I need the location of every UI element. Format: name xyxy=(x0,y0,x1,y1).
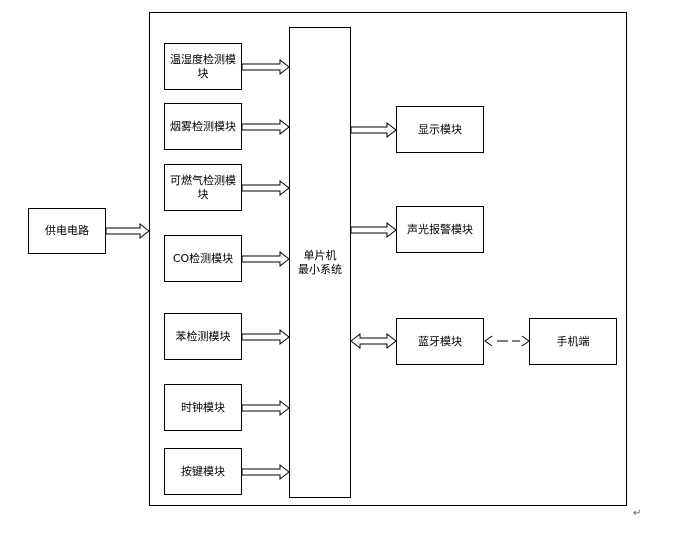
arrow-co-to-mcu xyxy=(241,250,290,268)
arrow-mcu-to-display xyxy=(350,121,397,139)
sensor-combustible-gas-label: 可燃气检测模块 xyxy=(170,173,236,201)
arrow-power-to-frame xyxy=(105,222,150,240)
mcu-label-line1: 单片机 xyxy=(303,248,337,262)
bluetooth-module-label: 蓝牙模块 xyxy=(418,334,462,348)
wireless-arrowhead-left xyxy=(484,335,493,347)
sensor-benzene-box: 苯检测模块 xyxy=(164,313,242,360)
clock-module-label: 时钟模块 xyxy=(181,400,225,414)
mcu-box: 单片机 最小系统 xyxy=(289,27,351,498)
key-module-box: 按键模块 xyxy=(164,448,242,495)
sensor-co-box: CO检测模块 xyxy=(164,235,242,282)
sensor-smoke-label: 烟雾检测模块 xyxy=(170,119,236,133)
phone-box: 手机端 xyxy=(529,318,617,365)
sensor-combustible-gas-box: 可燃气检测模块 xyxy=(164,164,242,211)
paragraph-mark: ↵ xyxy=(633,508,642,519)
clock-module-box: 时钟模块 xyxy=(164,384,242,431)
phone-label: 手机端 xyxy=(556,334,590,348)
mcu-label-line2: 最小系统 xyxy=(298,262,342,276)
arrow-clock-to-mcu xyxy=(241,399,290,417)
system-frame xyxy=(149,12,627,506)
arrow-mcu-bluetooth-bidirectional xyxy=(350,332,397,350)
sensor-benzene-label: 苯检测模块 xyxy=(175,329,231,343)
sensor-smoke-box: 烟雾检测模块 xyxy=(164,103,242,150)
alarm-module-box: 声光报警模块 xyxy=(396,206,484,253)
arrow-combustible-gas-to-mcu xyxy=(241,179,290,197)
sensor-co-label: CO检测模块 xyxy=(172,251,234,265)
power-supply-label: 供电电路 xyxy=(45,224,89,237)
wireless-arrowhead-right xyxy=(521,335,530,347)
arrow-smoke-to-mcu xyxy=(241,118,290,136)
arrow-mcu-to-alarm xyxy=(350,221,397,239)
arrow-temp-humidity-to-mcu xyxy=(241,58,290,76)
alarm-module-label: 声光报警模块 xyxy=(407,222,473,236)
bluetooth-module-box: 蓝牙模块 xyxy=(396,318,484,365)
key-module-label: 按键模块 xyxy=(181,464,225,478)
sensor-temp-humidity-box: 温湿度检测模块 xyxy=(164,43,242,90)
arrow-benzene-to-mcu xyxy=(241,328,290,346)
display-module-box: 显示模块 xyxy=(396,106,484,153)
sensor-temp-humidity-label: 温湿度检测模块 xyxy=(170,52,236,80)
arrow-key-to-mcu xyxy=(241,463,290,481)
power-supply-box: 供电电路 xyxy=(28,208,106,254)
display-module-label: 显示模块 xyxy=(418,122,462,136)
